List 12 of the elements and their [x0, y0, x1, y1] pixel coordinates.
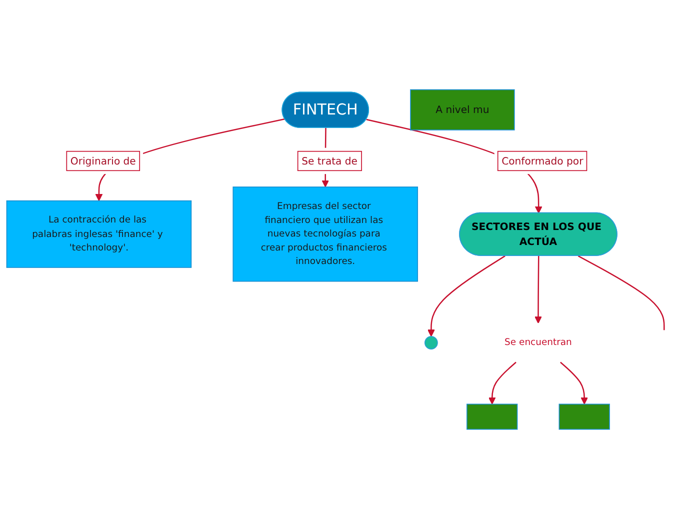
node-box [466, 404, 518, 430]
node-circle [424, 336, 438, 350]
node-text: Se encuentran [504, 337, 572, 348]
node-box: La contracción de las palabras inglesas 'finance' y 'technology'. [6, 200, 192, 268]
node-box [558, 404, 610, 430]
arrow [428, 256, 506, 338]
arrow [560, 362, 588, 405]
connector [578, 256, 665, 331]
node-box: A nivel mu [410, 90, 515, 131]
node-box: Empresas del sector financiero que utilizan las nuevas tecnologías para crear productos financieros innovadores. [232, 187, 418, 282]
arrow [534, 256, 542, 324]
arrow [488, 362, 516, 405]
